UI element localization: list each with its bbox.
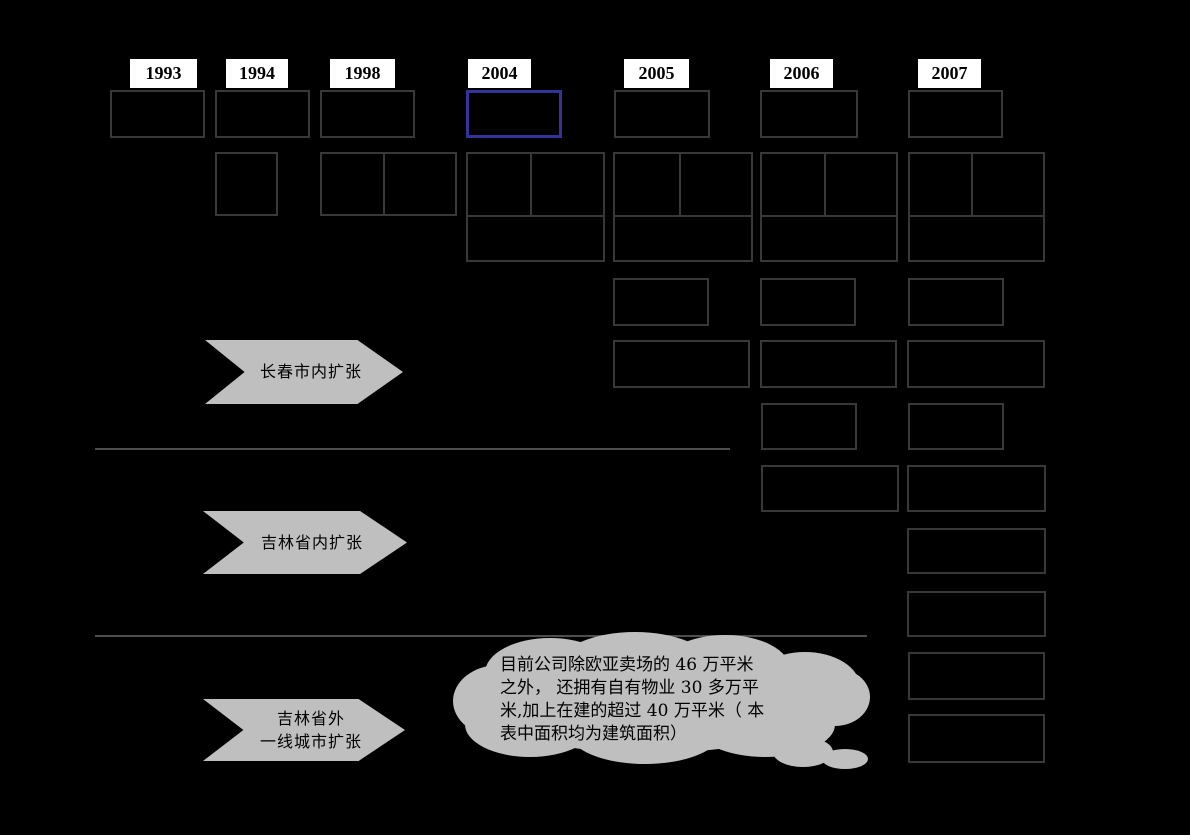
box-2004-r1-highlighted (466, 90, 562, 138)
thought-cloud-callout: 目前公司除欧亚卖场的 46 万平米 之外， 还拥有自有物业 30 多万平 米,加… (445, 628, 877, 774)
arrow-label: 吉林省内扩张 (260, 532, 363, 552)
box-2006-r1 (760, 90, 858, 138)
cloud-text-line: 目前公司除欧亚卖场的 46 万平米 (500, 655, 754, 675)
box-2006-r6 (761, 465, 899, 512)
group-horizontal-separator (910, 215, 1043, 217)
box-2007-r8 (907, 591, 1046, 637)
box-2007-r4 (907, 340, 1045, 388)
chevron-arrow-jilin-province-expansion: 吉林省内扩张 (203, 511, 407, 574)
box-2006-r3 (760, 278, 856, 326)
chevron-arrow-changchun-expansion: 长春市内扩张 (205, 340, 403, 404)
year-label-2004: 2004 (468, 59, 531, 88)
box-2005-r3 (613, 278, 709, 326)
group-2007 (908, 152, 1045, 262)
section-divider-2 (95, 635, 867, 637)
box-2007-r10 (908, 714, 1045, 763)
box-1994-r2 (215, 152, 278, 216)
year-label-1993: 1993 (130, 59, 197, 88)
cloud-blob (570, 702, 720, 764)
group-vertical-separator (824, 154, 826, 215)
group-horizontal-separator (615, 215, 751, 217)
box-1998-r2-pair (320, 152, 457, 216)
group-vertical-separator (971, 154, 973, 215)
arrow-label: 吉林省外 一线城市扩张 (260, 707, 362, 753)
box-2006-r5 (761, 403, 857, 450)
cloud-text-line: 米,加上在建的超过 40 万平米（ 本 (500, 701, 765, 721)
group-vertical-separator (679, 154, 681, 215)
arrow-label: 长春市内扩张 (259, 362, 362, 382)
group-horizontal-separator (762, 215, 896, 217)
box-1994-r1 (215, 90, 310, 138)
cloud-text: 目前公司除欧亚卖场的 46 万平米 之外， 还拥有自有物业 30 多万平 米,加… (500, 654, 772, 746)
cloud-tail-bubble-small (822, 749, 868, 769)
year-label-2005: 2005 (624, 59, 689, 88)
year-label-1998: 1998 (330, 59, 395, 88)
box-2006-r4 (760, 340, 897, 388)
cloud-text-line: 表中面积均为建筑面积） (500, 724, 687, 744)
box-2007-r1 (908, 90, 1003, 138)
section-divider-1 (95, 448, 730, 450)
group-horizontal-separator (468, 215, 603, 217)
box-2007-r7 (907, 528, 1046, 574)
cloud-text-line: 之外， 还拥有自有物业 30 多万平 (500, 678, 759, 698)
group-2005 (613, 152, 753, 262)
arrow-label-line2: 一线城市扩张 (259, 732, 362, 751)
box-1998-r1 (320, 90, 415, 138)
box-2005-r4 (613, 340, 750, 388)
group-2006 (760, 152, 898, 262)
year-label-1994: 1994 (226, 59, 288, 88)
box-1993-r1 (110, 90, 205, 138)
pair-separator (383, 154, 385, 214)
box-2007-r5 (908, 403, 1004, 450)
chevron-arrow-outside-jilin-expansion: 吉林省外 一线城市扩张 (203, 699, 405, 761)
arrow-label-line1: 吉林省外 (276, 708, 345, 728)
group-vertical-separator (530, 154, 532, 215)
box-2007-r9 (908, 652, 1045, 700)
box-2005-r1 (614, 90, 710, 138)
box-2007-r3 (908, 278, 1004, 326)
cloud-blob (800, 668, 870, 726)
box-2007-r6 (907, 465, 1046, 512)
year-label-2007: 2007 (918, 59, 981, 88)
group-2004 (466, 152, 605, 262)
year-label-2006: 2006 (770, 59, 833, 88)
